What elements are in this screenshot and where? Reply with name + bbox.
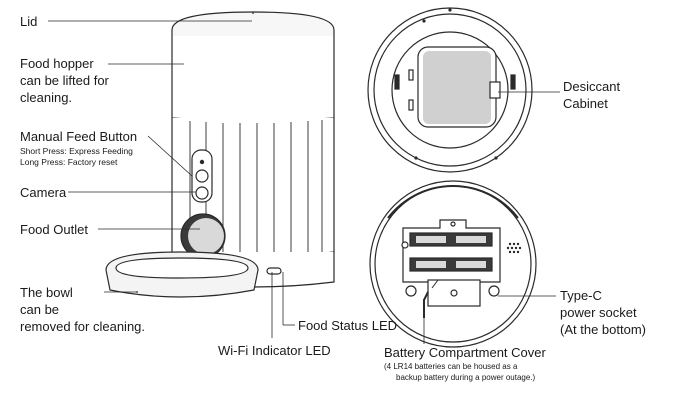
food-hopper	[171, 36, 335, 122]
label-food-status-led: Food Status LED	[298, 318, 397, 333]
type-c-cable	[423, 291, 429, 318]
manual-feed-button	[199, 159, 205, 165]
camera-inner	[195, 186, 209, 200]
body-ribs	[189, 120, 323, 259]
label-battery-cover: Battery Compartment Cover	[384, 345, 546, 360]
label-bowl-2: can be	[20, 302, 60, 317]
bottom-view	[369, 180, 537, 348]
label-camera: Camera	[20, 185, 67, 200]
label-desiccant-2: Cabinet	[563, 96, 608, 111]
desiccant-grid	[423, 51, 491, 124]
label-hopper-1: Food hopper	[20, 56, 94, 71]
label-hopper-2: can be lifted for	[20, 73, 109, 88]
label-battery-note-1: (4 LR14 batteries can be housed as a	[384, 362, 518, 371]
label-type-c-2: power socket	[560, 305, 637, 320]
label-hopper-3: cleaning.	[20, 90, 73, 105]
battery-compartment	[402, 219, 501, 283]
speaker-grille	[506, 242, 522, 254]
label-bowl-1: The bowl	[20, 285, 73, 300]
label-food-outlet: Food Outlet	[20, 222, 88, 237]
label-long-press: Long Press: Factory reset	[20, 157, 118, 167]
top-view	[367, 7, 533, 173]
label-lid: Lid	[20, 14, 38, 29]
label-desiccant-1: Desiccant	[563, 79, 621, 94]
leader-manual-feed	[147, 135, 193, 177]
label-type-c-3: (At the bottom)	[560, 322, 646, 337]
label-bowl-3: removed for cleaning.	[20, 319, 146, 334]
food-status-led	[266, 267, 282, 275]
camera-lens	[195, 169, 209, 183]
label-battery-note-2: backup battery during a power outage.)	[396, 373, 536, 382]
label-wifi-led: Wi-Fi Indicator LED	[218, 343, 331, 358]
label-manual-feed: Manual Feed Button	[20, 129, 138, 144]
label-type-c-1: Type-C	[560, 288, 602, 303]
callout-lines	[48, 20, 560, 344]
label-short-press: Short Press: Express Feeding	[20, 146, 133, 156]
feeder-body	[105, 11, 335, 298]
